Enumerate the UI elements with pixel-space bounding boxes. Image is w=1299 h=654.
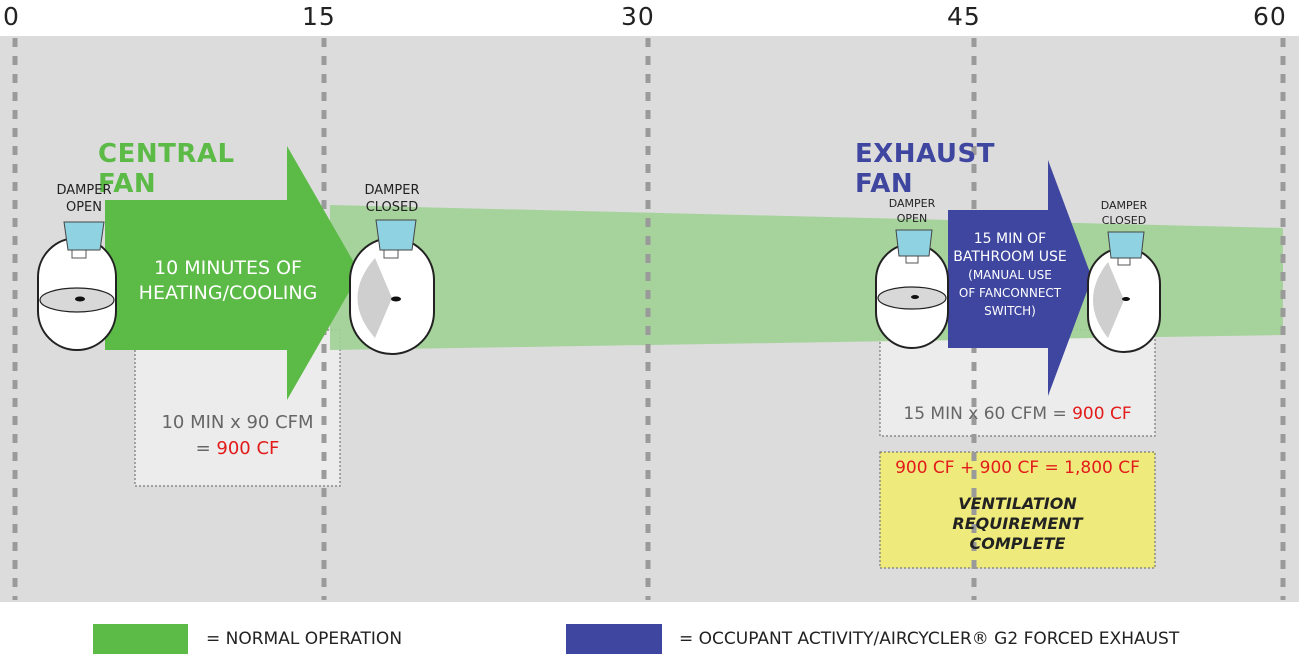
central-calc-result: 900 CF: [216, 438, 280, 459]
damper-closed-label-line2: CLOSED: [365, 200, 419, 215]
legend-forced-label: = OCCUPANT ACTIVITY/AIRCYCLER® G2 FORCED…: [679, 629, 1180, 649]
damper-open-label-line2: OPEN: [65, 200, 102, 215]
tick-60: 60: [1253, 2, 1287, 31]
exhaust-calc-result: 900 CF: [1072, 404, 1132, 424]
exhaust-fan-arrow: [948, 160, 1092, 396]
damper-open-label-line1: DAMPER: [56, 183, 112, 198]
exhaust-fan-title: EXHAUST FAN: [855, 139, 995, 199]
exhaust-damper-open-label: DAMPER OPEN: [872, 196, 952, 226]
damper-open-small-icon: [875, 229, 949, 349]
tick-45: 45: [947, 2, 981, 31]
summary-line3: COMPLETE: [969, 534, 1066, 553]
tick-0: 0: [3, 2, 20, 31]
summary-status: VENTILATION REQUIREMENT COMPLETE: [880, 494, 1155, 554]
central-fan-arrow: [105, 146, 360, 400]
legend-normal-swatch: [93, 624, 188, 654]
legend-normal-label: = NORMAL OPERATION: [206, 629, 403, 649]
central-arrow-text: 10 MINUTES OF HEATING/COOLING: [128, 256, 328, 306]
central-arrow-line1: 10 MINUTES OF: [154, 257, 302, 279]
damper-closed-small-icon: [1087, 231, 1161, 353]
summary-box: [879, 451, 1156, 569]
tick-15: 15: [302, 2, 336, 31]
tick-30: 30: [621, 2, 655, 31]
summary-line2: REQUIREMENT: [952, 514, 1083, 533]
exhaust-damper-closed-line2: CLOSED: [1101, 214, 1147, 227]
exhaust-arrow-line4: OF FANCONNECT: [958, 286, 1062, 300]
central-calc-eq: =: [195, 438, 217, 459]
exhaust-damper-open-line1: DAMPER: [888, 197, 936, 210]
damper-closed-icon: [349, 219, 435, 355]
grid-lines: [12, 38, 1286, 600]
central-arrow-line2: HEATING/COOLING: [138, 282, 318, 304]
summary-total: 900 CF + 900 CF = 1,800 CF: [895, 458, 1140, 478]
exhaust-damper-closed-label: DAMPER CLOSED: [1084, 198, 1164, 228]
damper-open-icon: [37, 221, 117, 351]
damper-closed-label-line1: DAMPER: [364, 183, 420, 198]
legend-forced-swatch: [566, 624, 662, 654]
exhaust-arrow-line1: 15 MIN OF: [973, 231, 1047, 247]
central-calc-line1: 10 MIN x 90 CFM: [161, 412, 314, 433]
exhaust-damper-closed-line1: DAMPER: [1100, 199, 1148, 212]
exhaust-arrow-text: 15 MIN OF BATHROOM USE (MANUAL USE OF FA…: [950, 230, 1070, 320]
central-calc-line2: = 900 CF: [135, 436, 340, 462]
summary-line1: VENTILATION: [958, 494, 1077, 513]
central-fan-title: CENTRAL FAN: [98, 139, 235, 199]
exhaust-arrow-line3: (MANUAL USE: [968, 268, 1052, 282]
exhaust-arrow-line5: SWITCH): [984, 304, 1036, 318]
damper-open-label: DAMPER OPEN: [40, 182, 128, 216]
exhaust-arrow-line2: BATHROOM USE: [953, 249, 1067, 265]
central-calc-text: 10 MIN x 90 CFM = 900 CF: [135, 410, 340, 462]
exhaust-damper-open-line2: OPEN: [896, 212, 928, 225]
exhaust-calc-prefix: 15 MIN x 60 CFM =: [903, 404, 1073, 424]
exhaust-calc-text: 15 MIN x 60 CFM = 900 CF: [880, 401, 1155, 427]
damper-closed-label: DAMPER CLOSED: [348, 182, 436, 216]
